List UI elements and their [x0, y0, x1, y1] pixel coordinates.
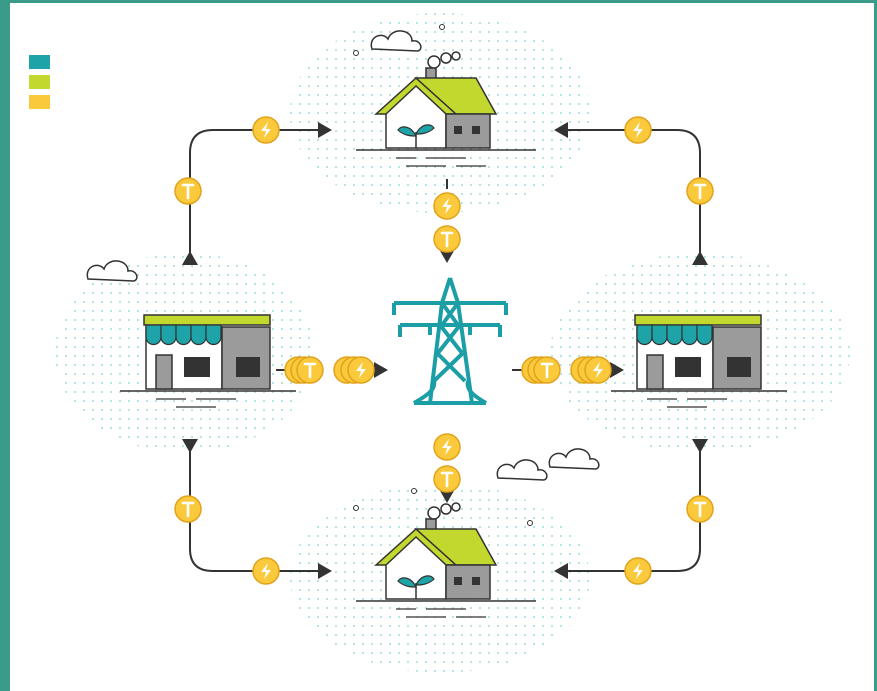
legend-swatch-teal: [29, 55, 50, 69]
legend-swatch-yellow: [29, 95, 50, 109]
power-pylon-icon: [392, 277, 508, 405]
legend-swatch-lime: [29, 75, 50, 89]
color-legend: [29, 55, 50, 109]
cloud-icons: [86, 24, 600, 526]
energy-trading-diagram: [55, 13, 850, 673]
